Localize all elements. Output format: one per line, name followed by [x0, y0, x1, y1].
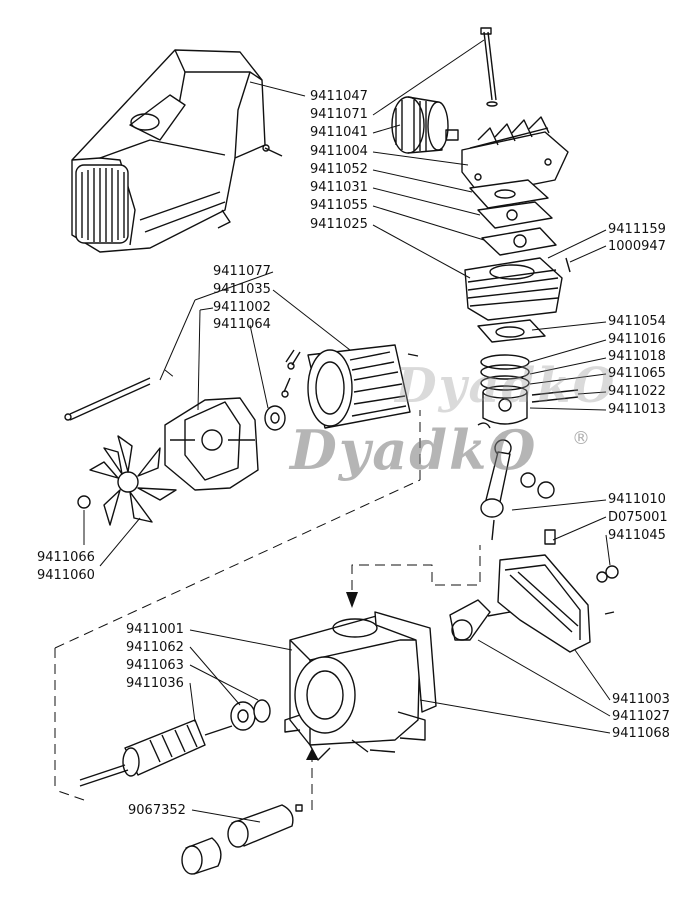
valve-plates: [469, 179, 571, 273]
label-9411010: 9411010: [608, 492, 666, 507]
label-9067352: 9067352: [128, 803, 186, 818]
label-9411066: 9411066: [37, 550, 95, 565]
label-9411002: 9411002: [213, 300, 271, 315]
assembly-dashed-lines: [54, 369, 481, 810]
label-9411003: 9411003: [612, 692, 670, 707]
label-1000947: 1000947: [608, 239, 666, 254]
crankcase-gasket: [374, 611, 437, 713]
air-filter: [391, 96, 459, 154]
motor-end-bracket: [164, 397, 259, 491]
label-9411045: 9411045: [608, 528, 666, 543]
label-9411035: 9411035: [213, 282, 271, 297]
motor-stator: [281, 344, 419, 429]
watermark-main: DyadkO: [290, 418, 538, 482]
watermark-registered-mark: ®: [572, 428, 590, 449]
label-9411077: 9411077: [213, 264, 271, 279]
label-9411041: 9411041: [310, 125, 368, 140]
label-D075001: D075001: [608, 510, 668, 525]
label-9411001: 9411001: [126, 622, 184, 637]
label-9411018: 9411018: [608, 349, 666, 364]
piston-assembly: [477, 354, 579, 429]
label-9411022: 9411022: [608, 384, 666, 399]
connecting-rod: [480, 439, 555, 541]
head-stud: [480, 27, 498, 107]
crankshaft: [449, 599, 511, 641]
cylinder-gasket: [477, 319, 546, 343]
motor-rotor: [79, 719, 233, 787]
bearing-small: [264, 405, 286, 431]
label-9411004: 9411004: [310, 144, 368, 159]
label-9411063: 9411063: [126, 658, 184, 673]
leader-lines: [83, 39, 611, 823]
label-9411052: 9411052: [310, 162, 368, 177]
cooling-fan: [77, 435, 177, 526]
cylinder: [464, 257, 563, 321]
watermark-ghost: DyadkO: [395, 358, 617, 414]
label-9411060: 9411060: [37, 568, 95, 583]
label-9411062: 9411062: [126, 640, 184, 655]
label-9411159: 9411159: [608, 222, 666, 237]
label-9411054: 9411054: [608, 314, 666, 329]
rear-cover: [497, 529, 619, 653]
label-9411025: 9411025: [310, 217, 368, 232]
cover-shroud: [71, 49, 283, 253]
label-9411047: 9411047: [310, 89, 368, 104]
label-9411055: 9411055: [310, 198, 368, 213]
label-9411027: 9411027: [612, 709, 670, 724]
crankcase: [284, 614, 426, 761]
label-9411031: 9411031: [310, 180, 368, 195]
label-9411016: 9411016: [608, 332, 666, 347]
main-bearings: [230, 699, 271, 731]
cylinder-head: [461, 116, 569, 196]
label-9411068: 9411068: [612, 726, 670, 741]
label-9411013: 9411013: [608, 402, 666, 417]
capacitor: [181, 804, 303, 875]
label-9411036: 9411036: [126, 676, 184, 691]
label-9411064: 9411064: [213, 317, 271, 332]
label-9411065: 9411065: [608, 366, 666, 381]
label-9411071: 9411071: [310, 107, 368, 122]
assembly-arrows: [306, 592, 358, 760]
tie-rod: [64, 377, 151, 421]
